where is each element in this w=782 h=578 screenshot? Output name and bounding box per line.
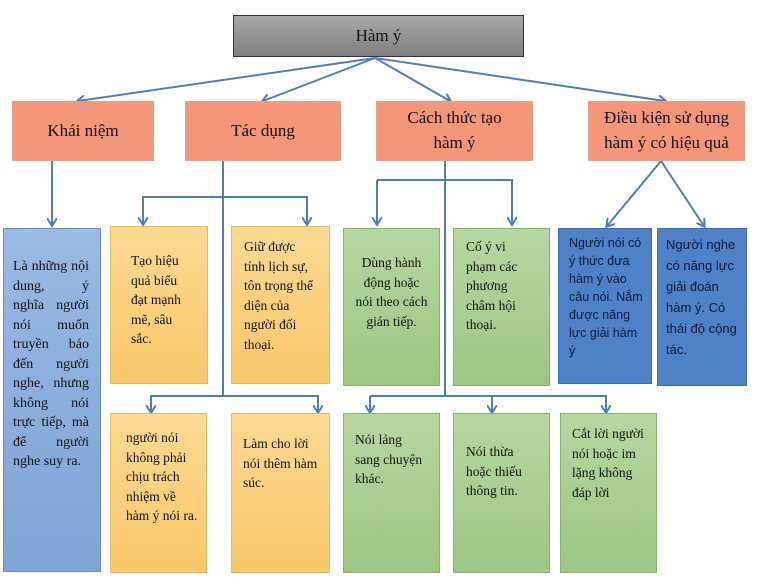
condition-box-2: Người nghe có năng lực giải đoán hàm ý. … bbox=[657, 228, 747, 386]
category-khai-niem: Khái niệm bbox=[12, 101, 154, 161]
category-label: Điều kiện sử dụng hàm ý có hiệu quả bbox=[604, 108, 729, 152]
method-box-3: Nói lảng sang chuyện khác. bbox=[343, 413, 440, 573]
condition-box-1: Người nói có ý thức đưa hàm ý vào câu nó… bbox=[558, 228, 652, 384]
effect-box-1: Tạo hiệu quả biểu đạt mạnh mẽ, sâu sắc. bbox=[110, 226, 208, 384]
category-tac-dung: Tác dụng bbox=[185, 101, 341, 161]
method-box-5: Cắt lời người nói hoặc im lặng không đáp… bbox=[560, 413, 657, 573]
root-label: Hàm ý bbox=[355, 26, 402, 45]
effect-box-2: Giữ được tính lịch sự, tôn trọng thể diệ… bbox=[231, 226, 330, 384]
category-label: Tác dụng bbox=[231, 120, 295, 140]
method-box-4: Nói thừa hoặc thiếu thông tin. bbox=[453, 413, 550, 573]
category-cach-thuc: Cách thức tạo hàm ý bbox=[376, 101, 533, 161]
method-box-1: Dùng hành động hoặc nói theo cách gián t… bbox=[343, 228, 440, 386]
root-node: Hàm ý bbox=[233, 15, 524, 57]
effect-box-4: Làm cho lời nói thêm hàm súc. bbox=[231, 413, 330, 573]
category-label: Khái niệm bbox=[47, 120, 119, 140]
method-box-2: Cố ý vi phạm các phương châm hội thoại. bbox=[453, 228, 550, 386]
category-dieu-kien: Điều kiện sử dụng hàm ý có hiệu quả bbox=[588, 101, 745, 161]
effect-box-3: người nói không phải chịu trách nhiệm về… bbox=[110, 413, 207, 573]
category-label: Cách thức tạo hàm ý bbox=[407, 108, 502, 152]
definition-box: Là những nội dung, ý nghĩa người nói muố… bbox=[3, 228, 101, 572]
